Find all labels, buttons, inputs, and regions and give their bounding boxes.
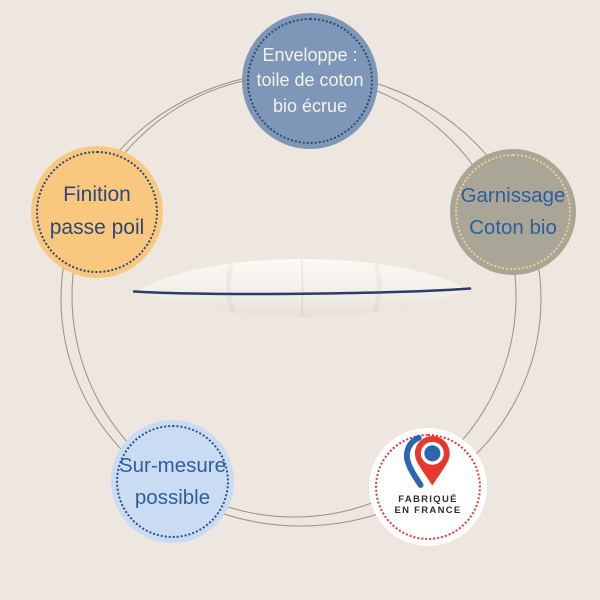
- pillow-image: [132, 259, 472, 317]
- france-location-pin-icon: [397, 430, 459, 494]
- bubble-enveloppe: Enveloppe : toile de coton bio écrue: [242, 13, 378, 149]
- badge-line1: FABRIQUÉ: [398, 494, 458, 505]
- bubble-enveloppe-label: Enveloppe : toile de coton bio écrue: [256, 44, 364, 116]
- badge-fabrique-en-france: FABRIQUÉ EN FRANCE: [369, 428, 487, 546]
- bubble-finition: Finition passe poil: [31, 146, 163, 278]
- bubble-finition-label: Finition passe poil: [49, 183, 145, 239]
- pillow-body: [139, 259, 467, 317]
- pillow-piping: [132, 287, 472, 296]
- bubble-sur-mesure-label: Sur-mesure possible: [118, 453, 227, 509]
- bubble-garnissage-label: Garnissage Coton bio: [460, 184, 566, 239]
- bubble-garnissage: Garnissage Coton bio: [450, 149, 576, 275]
- bubble-sur-mesure: Sur-mesure possible: [111, 420, 234, 543]
- badge-line2: EN FRANCE: [394, 505, 462, 517]
